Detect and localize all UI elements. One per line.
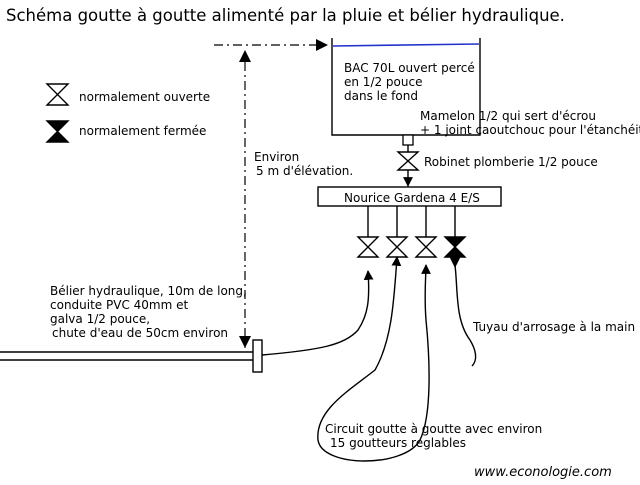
rain-tank: BAC 70L ouvert percé en 1/2 pouce dans l… (331, 38, 481, 136)
tank-label-3: dans le fond (344, 89, 418, 103)
tap-label: Robinet plomberie 1/2 pouce (424, 155, 598, 169)
hose-label: Tuyau d'arrosage à la main (472, 320, 635, 334)
ram-supply-pipe (261, 270, 374, 356)
valve-3-open-icon (414, 236, 438, 258)
drip-label-1: Circuit goutte à goutte avec environ (325, 422, 542, 436)
website-label: www.econologie.com (474, 465, 612, 480)
ram-pump: Bélier hydraulique, 10m de long, conduit… (0, 284, 263, 373)
tap-valve-icon (396, 151, 420, 171)
legend-closed-valve: normalement fermée (45, 120, 206, 143)
elevation-line-1: Environ (254, 150, 299, 164)
open-valve-icon (45, 83, 70, 106)
valve-4-closed-icon (443, 236, 467, 258)
ram-label-3: galva 1/2 pouce, (50, 312, 150, 326)
elevation-marker: Environ 5 m d'élévation. (214, 39, 353, 348)
manifold-label: Nourice Gardena 4 E/S (344, 191, 480, 205)
water-level-line (332, 43, 480, 47)
ram-pipe-cap (252, 339, 263, 373)
nipple-label-1: Mamelon 1/2 qui sert d'écrou (420, 109, 596, 123)
drip-label-2: 15 goutteurs reglables (330, 436, 466, 450)
nipple-label-2: + 1 joint caoutchouc pour l'étanchéité (420, 123, 640, 137)
valve-2-open-icon (385, 236, 409, 258)
tank-label-2: en 1/2 pouce (344, 75, 422, 89)
elevation-arrow-up-icon (239, 50, 251, 62)
ram-label-4: chute d'eau de 50cm environ (52, 326, 228, 340)
tank-label-1: BAC 70L ouvert percé (344, 61, 475, 75)
hand-hose-pipe (454, 264, 477, 367)
closed-valve-icon (45, 120, 70, 143)
legend-open-label: normalement ouverte (79, 90, 210, 104)
elevation-line-2: 5 m d'élévation. (256, 164, 353, 178)
drip-circuit-loop (317, 256, 431, 462)
manifold-valves (356, 206, 467, 258)
legend-open-valve: normalement ouverte (45, 83, 210, 106)
valve-1-open-icon (356, 236, 380, 258)
hand-hose-arrow-icon (449, 256, 461, 268)
legend-closed-label: normalement fermée (79, 124, 206, 138)
ram-label-2: conduite PVC 40mm et (50, 298, 188, 312)
manifold-box (317, 186, 502, 207)
diagram-title: Schéma goutte à goutte alimenté par la p… (6, 6, 565, 25)
top-level-arrow-icon (316, 39, 328, 51)
nipple-fitting (402, 134, 414, 146)
ram-label-1: Bélier hydraulique, 10m de long, (50, 284, 247, 298)
elevation-arrow-down-icon (239, 336, 251, 348)
